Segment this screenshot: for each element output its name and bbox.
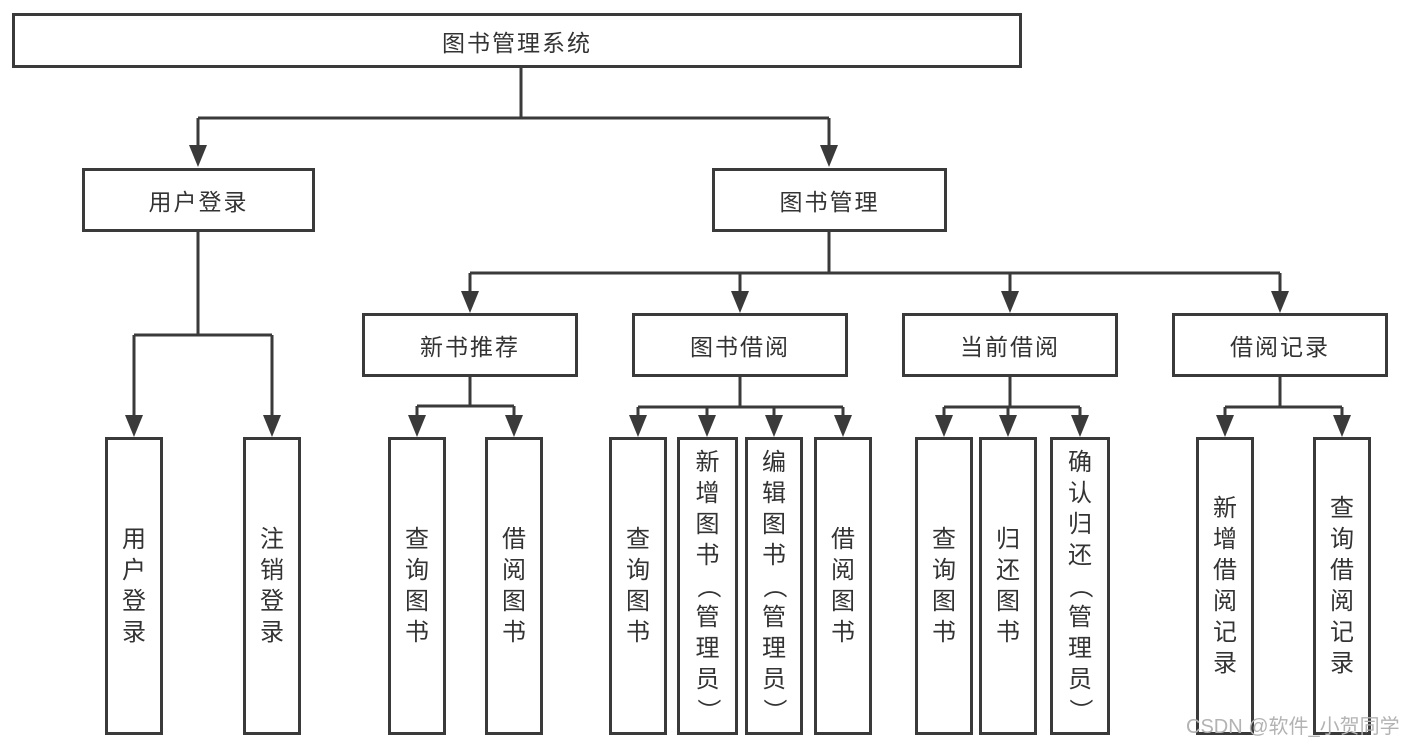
node-label: 新增借阅记录 bbox=[1213, 495, 1237, 677]
connector-borrow-records-children bbox=[1216, 377, 1351, 437]
node-user-login: 用户登录 bbox=[82, 168, 315, 232]
arrowhead-down-icon bbox=[1271, 291, 1289, 313]
node-leaf-confirm-return-admin: 确认归还（管理员） bbox=[1050, 437, 1110, 735]
node-borrowing-records: 借阅记录 bbox=[1172, 313, 1388, 377]
node-new-book-recommendation: 新书推荐 bbox=[362, 313, 578, 377]
node-label: 查询图书 bbox=[405, 526, 429, 646]
arrowhead-down-icon bbox=[1071, 415, 1089, 437]
node-label: 图书借阅 bbox=[690, 334, 790, 360]
arrowhead-down-icon bbox=[834, 415, 852, 437]
arrowhead-down-icon bbox=[1001, 291, 1019, 313]
node-label: 查询图书 bbox=[932, 526, 956, 646]
node-label: 用户登录 bbox=[122, 526, 146, 646]
node-label: 当前借阅 bbox=[960, 334, 1060, 360]
node-label: 归还图书 bbox=[996, 526, 1020, 646]
arrowhead-down-icon bbox=[820, 145, 838, 167]
node-leaf-borrow-books-newrec: 借阅图书 bbox=[485, 437, 543, 735]
node-leaf-user-login: 用户登录 bbox=[105, 437, 163, 735]
node-leaf-edit-book-admin: 编辑图书（管理员） bbox=[745, 437, 803, 735]
arrowhead-down-icon bbox=[629, 415, 647, 437]
node-leaf-add-book-admin: 新增图书（管理员） bbox=[677, 437, 738, 735]
connector-line bbox=[132, 232, 274, 416]
node-label: 借阅图书 bbox=[831, 526, 855, 646]
node-label: 新书推荐 bbox=[420, 334, 520, 360]
node-book-borrowing: 图书借阅 bbox=[632, 313, 848, 377]
node-book-management: 图书管理 bbox=[712, 168, 947, 232]
connector-root-to-level1 bbox=[189, 66, 838, 167]
arrowhead-down-icon bbox=[1333, 415, 1351, 437]
connector-line bbox=[1223, 377, 1344, 416]
node-label: 图书管理 bbox=[779, 189, 880, 215]
arrowhead-down-icon bbox=[263, 415, 281, 437]
node-label: 借阅记录 bbox=[1230, 334, 1330, 360]
connector-book-borrow-children bbox=[629, 377, 852, 437]
arrowhead-down-icon bbox=[125, 415, 143, 437]
node-library-management-system: 图书管理系统 bbox=[12, 13, 1022, 68]
connector-current-borrow-children bbox=[935, 377, 1089, 437]
node-label: 用户登录 bbox=[148, 189, 249, 215]
arrowhead-down-icon bbox=[408, 415, 426, 437]
node-leaf-query-books-current: 查询图书 bbox=[915, 437, 973, 735]
node-label: 确认归还（管理员） bbox=[1066, 448, 1094, 723]
arrowhead-down-icon bbox=[461, 291, 479, 313]
connector-line bbox=[636, 377, 845, 416]
arrowhead-down-icon bbox=[999, 415, 1017, 437]
node-current-borrowing: 当前借阅 bbox=[902, 313, 1118, 377]
connector-new-book-rec-children bbox=[408, 377, 523, 437]
connector-user-login-children bbox=[125, 232, 281, 437]
connector-line bbox=[415, 377, 516, 416]
node-leaf-add-borrow-record: 新增借阅记录 bbox=[1196, 437, 1254, 735]
node-leaf-query-borrow-record: 查询借阅记录 bbox=[1313, 437, 1371, 735]
node-label: 查询借阅记录 bbox=[1330, 495, 1354, 677]
connector-line bbox=[468, 232, 1282, 292]
node-label: 新增图书（管理员） bbox=[694, 448, 721, 723]
node-label: 查询图书 bbox=[626, 526, 650, 646]
node-leaf-borrow-books-borrow: 借阅图书 bbox=[814, 437, 872, 735]
node-leaf-return-book: 归还图书 bbox=[979, 437, 1037, 735]
connector-line bbox=[196, 66, 831, 146]
node-leaf-logout: 注销登录 bbox=[243, 437, 301, 735]
arrowhead-down-icon bbox=[1216, 415, 1234, 437]
arrowhead-down-icon bbox=[505, 415, 523, 437]
node-label: 借阅图书 bbox=[502, 526, 526, 646]
node-leaf-query-books-newrec: 查询图书 bbox=[388, 437, 446, 735]
arrowhead-down-icon bbox=[698, 415, 716, 437]
node-label: 编辑图书（管理员） bbox=[760, 448, 788, 723]
arrowhead-down-icon bbox=[731, 291, 749, 313]
connector-line bbox=[942, 377, 1082, 416]
csdn-watermark: CSDN @软件_小贺同学 bbox=[1186, 716, 1400, 738]
arrowhead-down-icon bbox=[189, 145, 207, 167]
node-label: 注销登录 bbox=[260, 526, 284, 646]
node-leaf-query-books-borrow: 查询图书 bbox=[609, 437, 667, 735]
connector-book-management-children bbox=[461, 232, 1289, 313]
arrowhead-down-icon bbox=[935, 415, 953, 437]
node-label: 图书管理系统 bbox=[442, 29, 592, 56]
arrowhead-down-icon bbox=[765, 415, 783, 437]
